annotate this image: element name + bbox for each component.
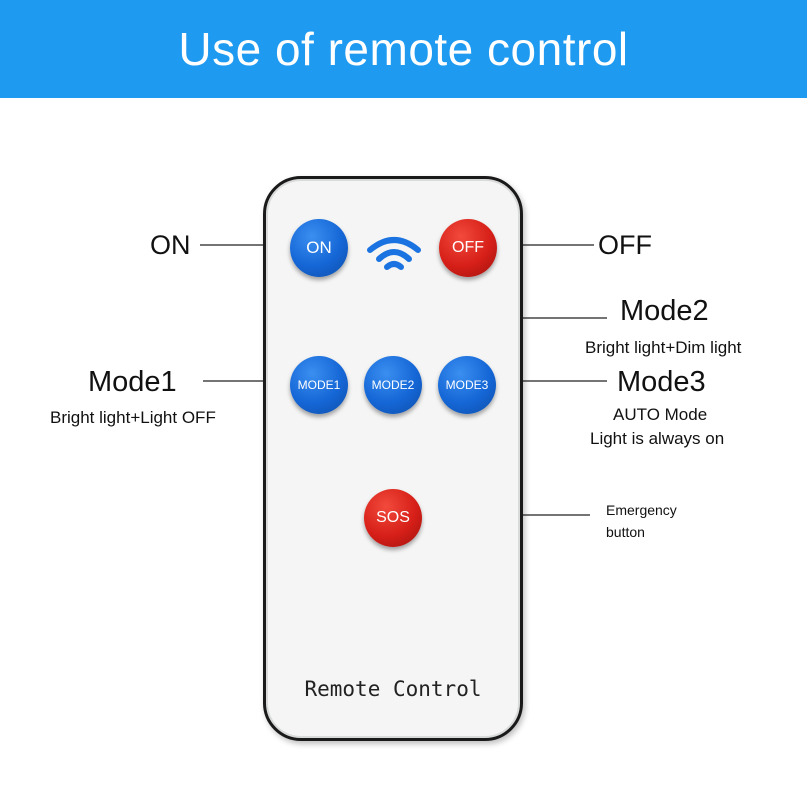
sos-button[interactable]: SOS <box>364 489 422 547</box>
on-button[interactable]: ON <box>290 219 348 277</box>
sos-button-label: SOS <box>376 509 410 526</box>
off-button-label: OFF <box>452 239 484 256</box>
mode3-button-label: MODE3 <box>445 378 489 392</box>
remote-control: ON OFF MODE1 MODE2 MODE3 SOS Remote Cont… <box>263 176 523 741</box>
off-callout: OFF <box>598 230 652 260</box>
off-button[interactable]: OFF <box>439 219 497 277</box>
on-button-label: ON <box>306 238 332 257</box>
remote-brand-label: Remote Control <box>304 677 482 701</box>
mode1-callout-title: Mode1 <box>88 366 177 398</box>
mode3-callout-title: Mode3 <box>617 366 706 398</box>
mode2-button[interactable]: MODE2 <box>364 356 422 414</box>
on-callout: ON <box>150 230 191 260</box>
mode1-button[interactable]: MODE1 <box>290 356 348 414</box>
wifi-icon <box>367 237 421 270</box>
sos-callout-line2: button <box>606 524 645 540</box>
mode3-button[interactable]: MODE3 <box>438 356 496 414</box>
mode3-callout-desc1: AUTO Mode <box>613 405 708 424</box>
mode2-button-label: MODE2 <box>371 378 415 392</box>
mode2-callout-title: Mode2 <box>620 295 709 327</box>
mode2-callout-desc: Bright light+Dim light <box>585 338 742 357</box>
mode1-button-label: MODE1 <box>297 378 341 392</box>
mode3-callout-desc2: Light is always on <box>590 429 725 448</box>
page-title: Use of remote control <box>178 23 629 75</box>
mode1-callout-desc: Bright light+Light OFF <box>50 408 216 427</box>
sos-callout-line1: Emergency <box>606 502 677 518</box>
header-banner: Use of remote control <box>0 0 807 98</box>
